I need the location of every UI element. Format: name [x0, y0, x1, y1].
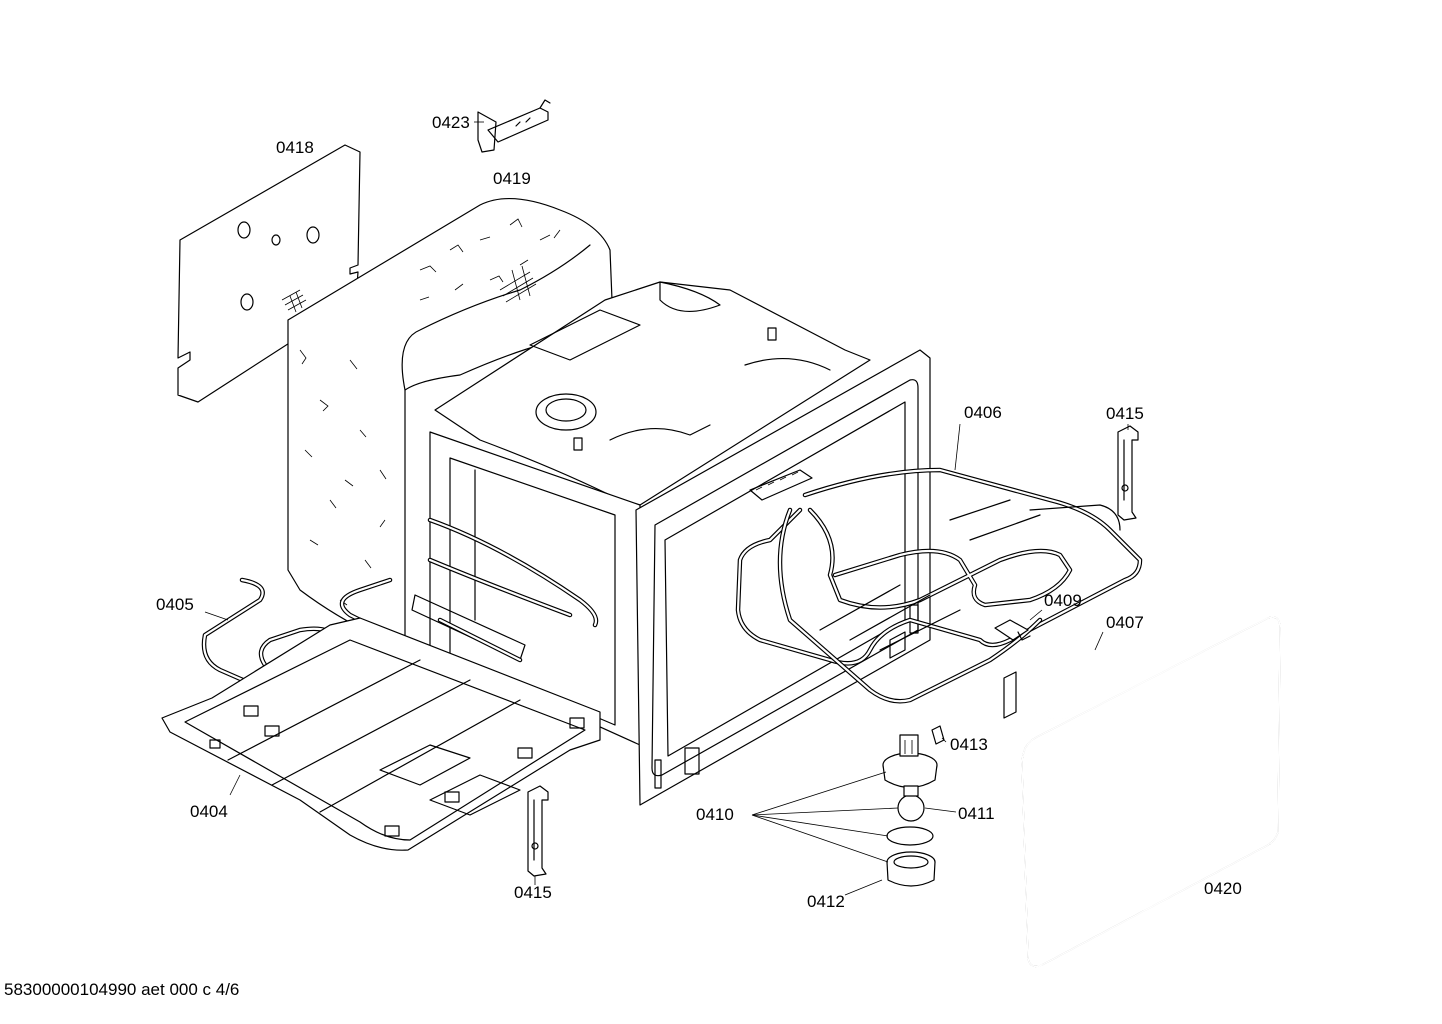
document-id-footer: 58300000104990 aet 000 c 4/6	[4, 980, 240, 999]
callout-0405: 0405	[156, 595, 194, 614]
part-0410-lamp-socket	[882, 734, 938, 789]
part-0412-lamp-gasket-cover	[886, 826, 936, 887]
part-0415-bracket-right	[1117, 425, 1139, 521]
part-0423-sensor-bracket	[477, 99, 551, 153]
leader-lines	[204, 121, 1129, 896]
front-frame	[635, 349, 931, 806]
callout-0406: 0406	[964, 403, 1002, 422]
callout-0412: 0412	[807, 892, 845, 911]
part-0420-door-gasket	[1021, 616, 1281, 968]
callout-0413: 0413	[950, 735, 988, 754]
callout-0410: 0410	[696, 805, 734, 824]
callout-0415-bottom: 0415	[514, 883, 552, 902]
part-0409-clip	[994, 619, 1031, 641]
callout-0407: 0407	[1106, 613, 1144, 632]
callout-0420: 0420	[1204, 879, 1242, 898]
callout-0423: 0423	[432, 113, 470, 132]
callout-0409: 0409	[1044, 591, 1082, 610]
callout-0418: 0418	[276, 138, 314, 157]
callout-labels: 0423 0418 0419 0406 0415 0405 0409 0407 …	[156, 113, 1242, 911]
callout-0419: 0419	[493, 169, 531, 188]
part-0404-bottom-plate	[161, 617, 601, 851]
callout-0415-right: 0415	[1106, 404, 1144, 423]
callout-0404: 0404	[190, 802, 228, 821]
part-0411-lamp-bulb	[897, 785, 925, 822]
part-0419-insulation-wrap	[287, 198, 613, 651]
callout-0411: 0411	[958, 804, 995, 823]
part-0415-bracket-bottom	[527, 785, 549, 877]
part-0406-top-heating-element	[735, 467, 1143, 704]
part-0413-lamp-switch	[931, 725, 945, 745]
part-0407-ring-heating-element	[1003, 632, 1098, 722]
